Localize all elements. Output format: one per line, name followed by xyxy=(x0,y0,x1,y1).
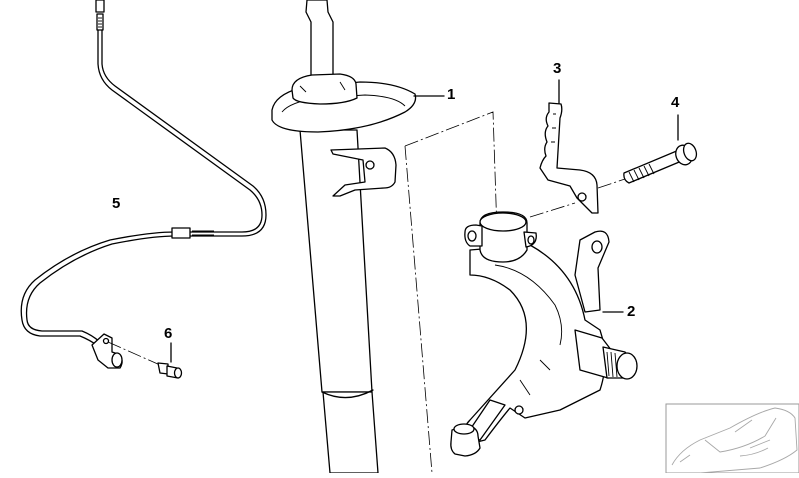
spring-strut xyxy=(271,0,417,474)
wheel-speed-sensor-cable xyxy=(20,0,267,347)
sensor-head xyxy=(91,333,123,369)
vehicle-location-thumbnail xyxy=(665,403,799,474)
steering-knuckle xyxy=(450,211,638,457)
callout-5[interactable]: 5 xyxy=(112,195,121,212)
bracket xyxy=(539,102,599,214)
callout-1[interactable]: 1 xyxy=(447,86,456,103)
callout-2[interactable]: 2 xyxy=(627,303,636,320)
callout-3[interactable]: 3 xyxy=(553,60,562,77)
bolt xyxy=(623,142,698,184)
callout-4[interactable]: 4 xyxy=(671,94,680,111)
screw xyxy=(157,362,183,379)
callout-6[interactable]: 6 xyxy=(164,325,173,342)
